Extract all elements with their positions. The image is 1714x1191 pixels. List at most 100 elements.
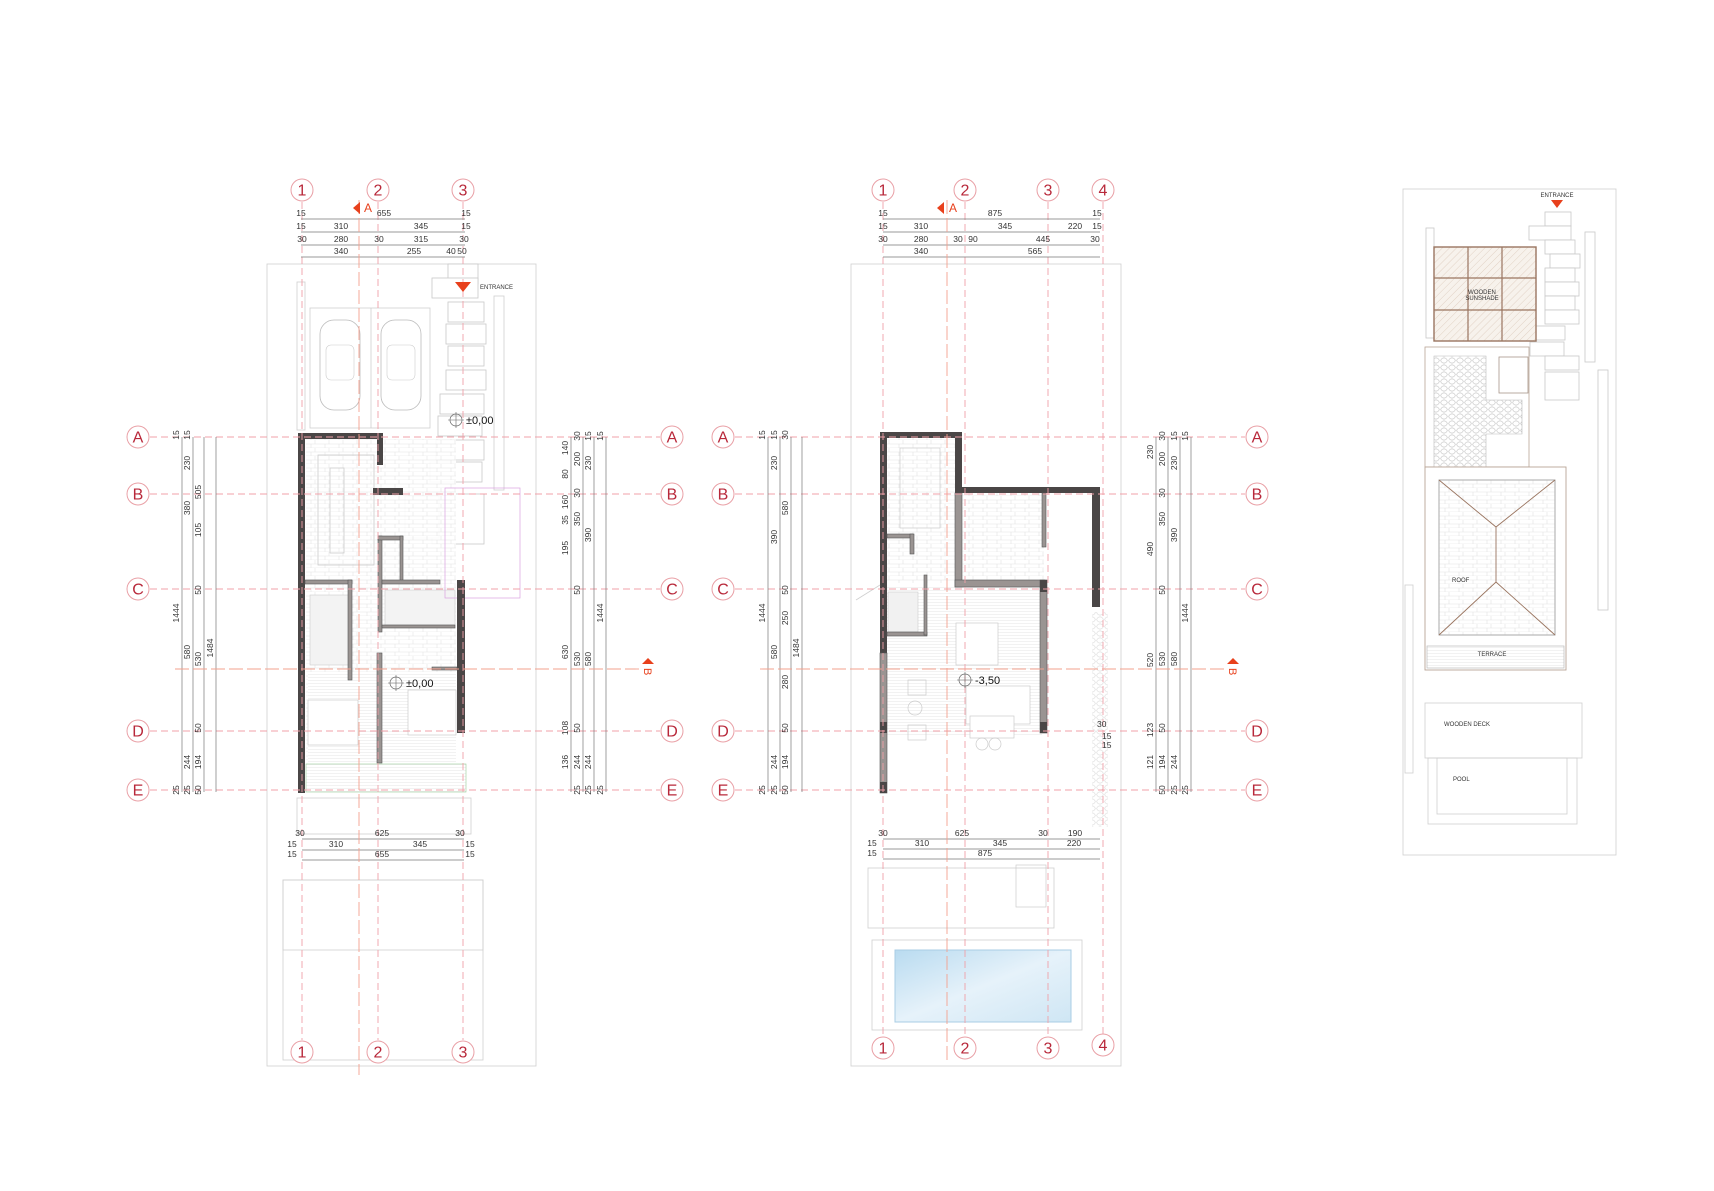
grid-row-bubble: A	[126, 425, 150, 449]
grid-label: C	[132, 582, 144, 599]
walls	[298, 433, 465, 793]
grid-label: 4	[1099, 183, 1108, 200]
grid-row-bubble: E	[126, 778, 150, 802]
grid-bubble	[871, 1036, 895, 1060]
grid-label: E	[133, 783, 144, 800]
dimension-text: 15	[461, 208, 471, 218]
dimension-text: 15	[1180, 431, 1190, 441]
dimension-text: 15	[878, 208, 888, 218]
bathroom	[384, 589, 456, 626]
grid-col-bubble: 2	[366, 1040, 390, 1064]
section-marker-b-left: B	[175, 658, 654, 675]
grid-row-bubble: E	[1245, 778, 1269, 802]
level-marker: ±0,00	[388, 675, 433, 691]
grid-bubble	[711, 778, 735, 802]
section-label: B	[641, 668, 653, 675]
dimension-text: 244	[1169, 755, 1179, 769]
grid-row-bubble: E	[660, 778, 684, 802]
grid-bubble	[953, 178, 977, 202]
elevation-label: ±0,00	[466, 415, 493, 427]
dimension-text: 15	[171, 430, 181, 440]
roof-site-plan: ENTRANCE WOODEN SUNSHADE ROOF TERRACE WO…	[1402, 188, 1617, 856]
dimension-text: 15	[583, 431, 593, 441]
grid-col-bubble: 1	[871, 1036, 895, 1060]
skylight	[1498, 356, 1529, 394]
grid-label: 2	[374, 1045, 383, 1062]
grid-label: 3	[1044, 183, 1053, 200]
garden-wall	[493, 295, 505, 491]
dimension-text: 310	[915, 838, 929, 848]
dimension-text: 50	[193, 585, 203, 595]
dimension-text: 244	[583, 755, 593, 769]
bathroom	[887, 591, 919, 633]
dimension-text: 25	[1180, 785, 1190, 795]
entrance-label: ENTRANCE	[1540, 193, 1573, 199]
grid-label: A	[718, 430, 729, 447]
grid-row-bubble: C	[1245, 577, 1269, 601]
grid-bubble	[451, 178, 475, 202]
grid-label: 1	[879, 1041, 888, 1058]
grid-bubble	[1091, 178, 1115, 202]
pergola-outline	[444, 487, 521, 599]
dimension-text: 625	[375, 828, 389, 838]
grid-bubble	[1091, 1033, 1115, 1057]
entrance-arrow-icon	[1551, 200, 1563, 208]
dimension-text: 30	[572, 431, 582, 441]
dimension-text: 30	[459, 234, 469, 244]
dimension-text: 30	[297, 234, 307, 244]
dimension-text: 30	[780, 430, 790, 440]
dimension-text: 280	[334, 234, 348, 244]
roof-label: ROOF	[1452, 578, 1470, 584]
grid-bubble	[660, 778, 684, 802]
grid-bubble	[366, 1040, 390, 1064]
dimension-text: 50	[1157, 723, 1167, 733]
dimension-text: 30	[295, 828, 305, 838]
stair	[899, 447, 941, 529]
grid-bubble	[451, 1040, 475, 1064]
dining-table	[955, 622, 999, 666]
grid-label: D	[717, 724, 729, 741]
grid-row-bubble: A	[711, 425, 735, 449]
grid-bubble	[126, 482, 150, 506]
dimension-text: 30	[1157, 431, 1167, 441]
dimension-text: 194	[193, 755, 203, 769]
grid-label: D	[132, 724, 144, 741]
grid-bubble	[711, 425, 735, 449]
section-label: A	[949, 201, 957, 215]
dimension-text: 25	[182, 785, 192, 795]
dimension-text: 25	[1169, 785, 1179, 795]
dimension-text: 105	[193, 523, 203, 537]
terrace-lower	[296, 797, 472, 835]
dimension-text: 345	[414, 221, 428, 231]
grid-label: D	[1251, 724, 1263, 741]
grid-bubble	[1245, 425, 1269, 449]
dimension-text: 50	[572, 723, 582, 733]
dimension-text: 30	[1097, 719, 1107, 729]
dimension-text: 25	[171, 785, 181, 795]
grid-col-bubble: 1	[871, 178, 895, 202]
car-icon	[380, 319, 422, 411]
dimension-text: 580	[1169, 652, 1179, 666]
dimension-text: 580	[182, 645, 192, 659]
dimension-text: 25	[757, 785, 767, 795]
entrance-label: ENTRANCE	[480, 285, 513, 291]
grid-col-bubble: 2	[366, 178, 390, 202]
grid-bubble	[711, 577, 735, 601]
grid-label: 2	[961, 1041, 970, 1058]
sunshade-label: SUNSHADE	[1465, 296, 1498, 302]
grid-label: D	[666, 724, 678, 741]
dimension-text: 15	[1169, 431, 1179, 441]
grid-row-bubble: A	[1245, 425, 1269, 449]
grid-label: 3	[459, 183, 468, 200]
grid-row-bubble: C	[711, 577, 735, 601]
dimension-text: 310	[334, 221, 348, 231]
grid-bubble	[871, 178, 895, 202]
dimension-text: 220	[1068, 221, 1082, 231]
dimension-text: 190	[1068, 828, 1082, 838]
dimension-text: 875	[978, 848, 992, 858]
dimension-text: 15	[296, 208, 306, 218]
dimension-text: 50	[780, 785, 790, 795]
dimension-text: 50	[1157, 785, 1167, 795]
dimension-text: 520	[1145, 653, 1155, 667]
grid-label: 4	[1099, 1038, 1108, 1055]
